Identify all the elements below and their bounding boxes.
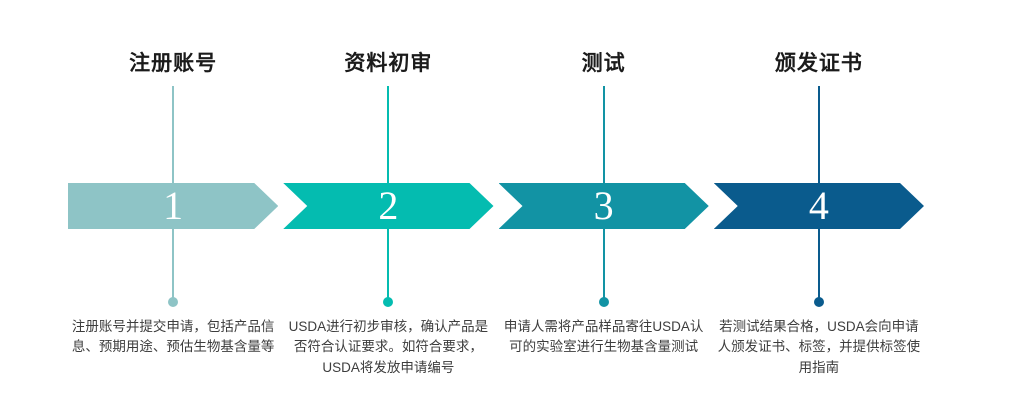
connector-line-top-3: [602, 86, 605, 183]
step-title-3: 测试: [581, 52, 626, 75]
step-number-1: 1: [163, 183, 184, 228]
chevron-segment-4: 4: [714, 183, 924, 229]
connector-line-top-1: [172, 86, 175, 183]
step-description-1: 注册账号并提交申请，包括产品信息、预期用途、预估生物基含量等: [71, 319, 275, 355]
connector-line-bottom-3: [602, 229, 605, 298]
connector-line-bottom-4: [817, 229, 820, 298]
step-title-1: 注册账号: [129, 52, 218, 75]
step-number-4: 4: [808, 183, 829, 228]
step-column-4: 颁发证书 若测试结果合格，USDA会向申请人颁发证书、标签，并提供标签使用指南: [714, 0, 924, 416]
connector-line-bottom-2: [387, 229, 390, 298]
timeline-dot-2: [383, 297, 394, 307]
step-description-3: 申请人需将产品样品寄往USDA认可的实验室进行生物基含量测试: [503, 319, 704, 355]
step-columns: 注册账号 注册账号并提交申请，包括产品信息、预期用途、预估生物基含量等 资料初审…: [68, 0, 924, 416]
chevron-segment-3: 3: [499, 183, 709, 229]
timeline-dot-3: [598, 297, 609, 307]
chevron-segment-2: 2: [283, 183, 493, 229]
step-column-3: 测试 申请人需将产品样品寄往USDA认可的实验室进行生物基含量测试: [499, 0, 709, 416]
connector-line-top-2: [387, 86, 390, 183]
connector-line-bottom-1: [172, 229, 175, 298]
timeline-dot-4: [813, 297, 824, 307]
connector-line-top-4: [817, 86, 820, 183]
step-column-2: 资料初审 USDA进行初步审核，确认产品是否符合认证要求。如符合要求，USDA将…: [283, 0, 493, 416]
step-column-1: 注册账号 注册账号并提交申请，包括产品信息、预期用途、预估生物基含量等: [68, 0, 278, 416]
process-arrow-band: 1 2 3 4: [68, 183, 924, 229]
step-description-4: 若测试结果合格，USDA会向申请人颁发证书、标签，并提供标签使用指南: [717, 319, 921, 375]
step-number-3: 3: [593, 183, 614, 228]
step-number-2: 2: [378, 183, 399, 228]
timeline-dot-1: [168, 297, 179, 307]
step-description-2: USDA进行初步审核，确认产品是否符合认证要求。如符合要求，USDA将发放申请编…: [288, 319, 489, 375]
step-title-2: 资料初审: [344, 52, 433, 75]
step-title-4: 颁发证书: [774, 52, 863, 75]
chevron-segment-1: 1: [68, 183, 278, 229]
